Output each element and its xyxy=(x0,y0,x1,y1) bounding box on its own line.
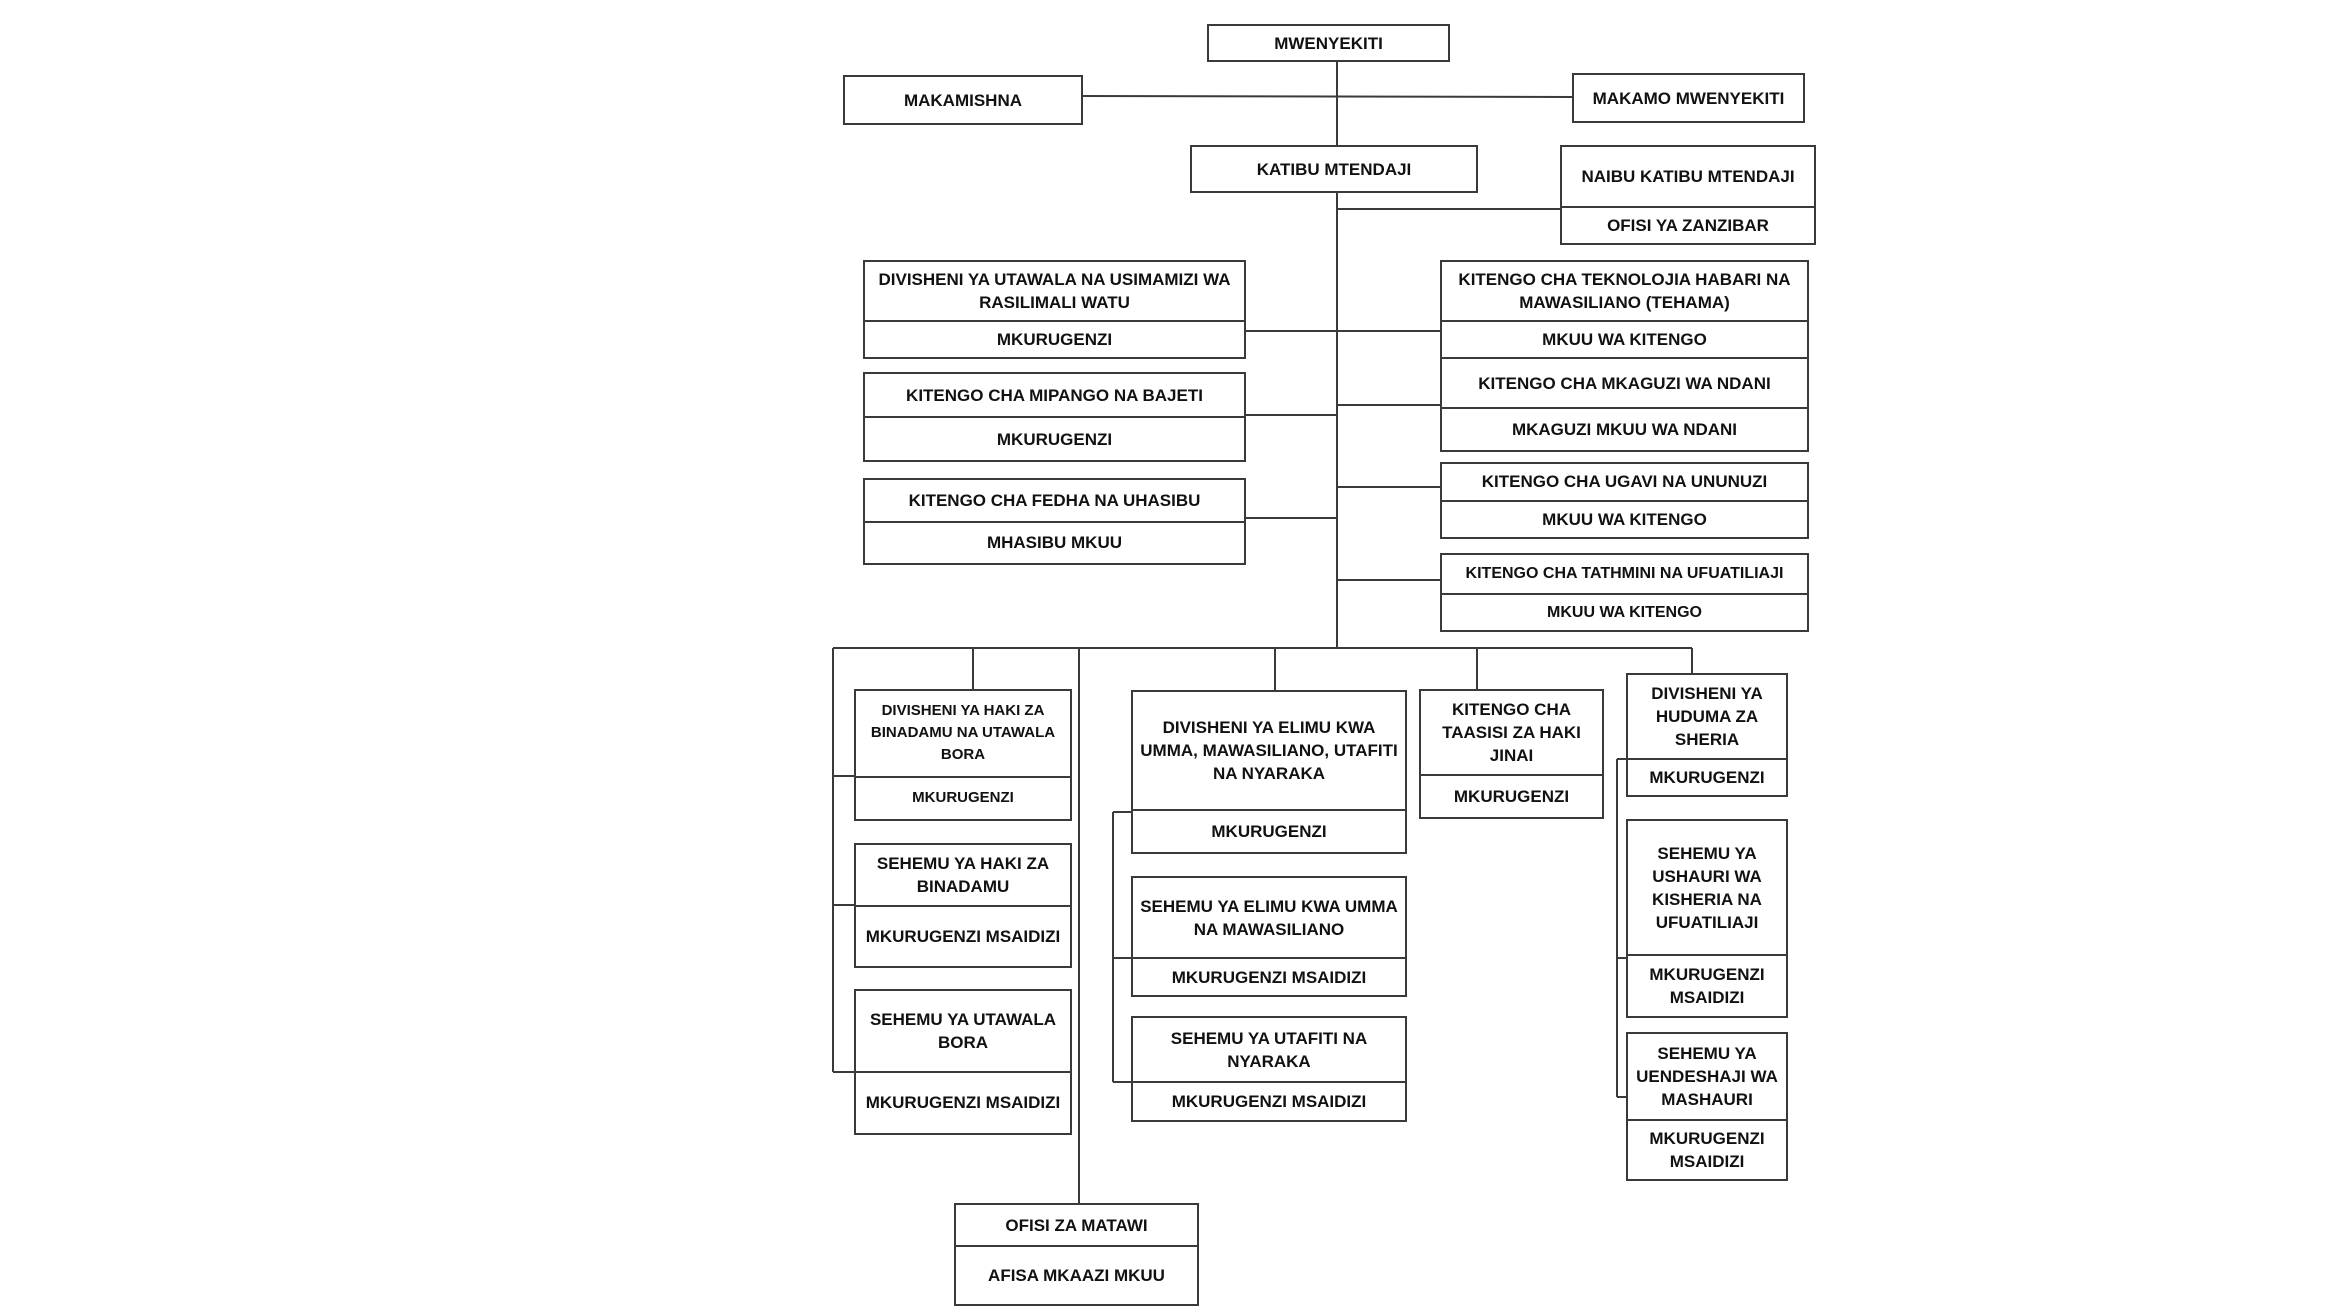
box-head: MKURUGENZI xyxy=(865,320,1244,357)
box-title: SEHEMU YA ELIMU KWA UMMA NA MAWASILIANO xyxy=(1140,896,1398,939)
box-ushauri-kisheria: SEHEMU YA USHAURI WA KISHERIA NA UFUATIL… xyxy=(1626,819,1788,1018)
box-taasisi-haki-jinai: KITENGO CHA TAASISI ZA HAKI JINAI MKURUG… xyxy=(1419,689,1604,819)
box-utafiti-nyaraka: SEHEMU YA UTAFITI NA NYARAKA MKURUGENZI … xyxy=(1131,1016,1407,1122)
box-title: DIVISHENI YA ELIMU KWA UMMA, MAWASILIANO… xyxy=(1140,718,1398,784)
box-elimu-divisheni: DIVISHENI YA ELIMU KWA UMMA, MAWASILIANO… xyxy=(1131,690,1407,854)
box-mipango-bajeti: KITENGO CHA MIPANGO NA BAJETI MKURUGENZI xyxy=(863,372,1246,462)
box-naibu-katibu: NAIBU KATIBU MTENDAJI OFISI YA ZANZIBAR xyxy=(1560,145,1816,245)
box-title: SEHEMU YA USHAURI WA KISHERIA NA UFUATIL… xyxy=(1652,843,1762,932)
box-head: MKURUGENZI MSAIDIZI xyxy=(1628,954,1786,1016)
box-head: MKURUGENZI xyxy=(1628,758,1786,795)
box-title: KITENGO CHA TATHMINI NA UFUATILIAJI xyxy=(1465,565,1784,583)
box-head: MKURUGENZI MSAIDIZI xyxy=(1133,957,1405,995)
box-tathmini: KITENGO CHA TATHMINI NA UFUATILIAJI MKUU… xyxy=(1440,553,1809,632)
box-title: SEHEMU YA UENDESHAJI WA MASHAURI xyxy=(1636,1043,1778,1109)
box-title: DIVISHENI YA HUDUMA ZA SHERIA xyxy=(1651,684,1763,750)
box-utawala-bora: SEHEMU YA UTAWALA BORA MKURUGENZI MSAIDI… xyxy=(854,989,1072,1135)
box-title: OFISI ZA MATAWI xyxy=(1005,1215,1148,1235)
box-title: SEHEMU YA UTAWALA BORA xyxy=(869,1009,1057,1052)
box-subtitle: OFISI YA ZANZIBAR xyxy=(1562,206,1814,243)
box-head: MKURUGENZI MSAIDIZI xyxy=(1133,1081,1405,1120)
box-title: SEHEMU YA HAKI ZA BINADAMU xyxy=(876,853,1050,896)
box-elimu-sehemu: SEHEMU YA ELIMU KWA UMMA NA MAWASILIANO … xyxy=(1131,876,1407,997)
box-title: DIVISHENI YA UTAWALA NA USIMAMIZI WA RAS… xyxy=(878,270,1231,313)
box-ugavi-ununuzi: KITENGO CHA UGAVI NA UNUNUZI MKUU WA KIT… xyxy=(1440,462,1809,539)
box-tehama: KITENGO CHA TEKNOLOJIA HABARI NA MAWASIL… xyxy=(1440,260,1809,359)
box-makamishna: MAKAMISHNA xyxy=(843,75,1083,125)
box-head: MKUU WA KITENGO xyxy=(1442,499,1807,537)
box-makamo-mwenyekiti: MAKAMO MWENYEKITI xyxy=(1572,73,1805,123)
box-title: KITENGO CHA TEKNOLOJIA HABARI NA MAWASIL… xyxy=(1458,270,1791,313)
box-head: MKURUGENZI xyxy=(1421,774,1602,817)
box-head: MHASIBU MKUU xyxy=(865,520,1244,563)
box-utawala-rasilimali: DIVISHENI YA UTAWALA NA USIMAMIZI WA RAS… xyxy=(863,260,1246,359)
box-fedha-uhasibu: KITENGO CHA FEDHA NA UHASIBU MHASIBU MKU… xyxy=(863,478,1246,565)
box-title: KITENGO CHA UGAVI NA UNUNUZI xyxy=(1481,472,1768,492)
box-title: DIVISHENI YA HAKI ZA BINADAMU NA UTAWALA… xyxy=(870,702,1056,764)
box-title: KITENGO CHA MIPANGO NA BAJETI xyxy=(906,385,1203,405)
box-uendeshaji-mashauri: SEHEMU YA UENDESHAJI WA MASHAURI MKURUGE… xyxy=(1626,1032,1788,1181)
box-title: KITENGO CHA FEDHA NA UHASIBU xyxy=(908,490,1201,510)
box-head: MKURUGENZI MSAIDIZI xyxy=(856,904,1070,966)
box-title: MAKAMISHNA xyxy=(903,90,1023,110)
box-haki-sehemu: SEHEMU YA HAKI ZA BINADAMU MKURUGENZI MS… xyxy=(854,843,1072,968)
box-title: MAKAMO MWENYEKITI xyxy=(1592,88,1785,108)
box-head: MKAGUZI MKUU WA NDANI xyxy=(1442,407,1807,450)
box-head: MKUU WA KITENGO xyxy=(1442,320,1807,357)
box-title: KITENGO CHA TAASISI ZA HAKI JINAI xyxy=(1442,700,1581,766)
box-head: MKURUGENZI MSAIDIZI xyxy=(856,1070,1070,1133)
box-mwenyekiti: MWENYEKITI xyxy=(1207,24,1450,62)
box-haki-divisheni: DIVISHENI YA HAKI ZA BINADAMU NA UTAWALA… xyxy=(854,689,1072,821)
box-title: NAIBU KATIBU MTENDAJI xyxy=(1581,167,1795,187)
box-mkaguzi-ndani: KITENGO CHA MKAGUZI WA NDANI MKAGUZI MKU… xyxy=(1440,357,1809,452)
box-title: KITENGO CHA MKAGUZI WA NDANI xyxy=(1478,373,1771,393)
box-title: MWENYEKITI xyxy=(1274,33,1383,53)
box-head: MKURUGENZI xyxy=(865,416,1244,460)
connector xyxy=(1081,95,1574,98)
box-head: MKUU WA KITENGO xyxy=(1442,592,1807,630)
box-ofisi-matawi: OFISI ZA MATAWI AFISA MKAAZI MKUU xyxy=(954,1203,1199,1306)
box-head: MKURUGENZI xyxy=(856,775,1070,819)
box-title: KATIBU MTENDAJI xyxy=(1256,159,1412,179)
box-head: AFISA MKAAZI MKUU xyxy=(956,1245,1197,1304)
box-head: MKURUGENZI xyxy=(1133,809,1405,852)
box-head: MKURUGENZI MSAIDIZI xyxy=(1628,1118,1786,1179)
box-title: SEHEMU YA UTAFITI NA NYARAKA xyxy=(1170,1028,1368,1071)
box-katibu-mtendaji: KATIBU MTENDAJI xyxy=(1190,145,1478,193)
box-sheria-divisheni: DIVISHENI YA HUDUMA ZA SHERIA MKURUGENZI xyxy=(1626,673,1788,797)
